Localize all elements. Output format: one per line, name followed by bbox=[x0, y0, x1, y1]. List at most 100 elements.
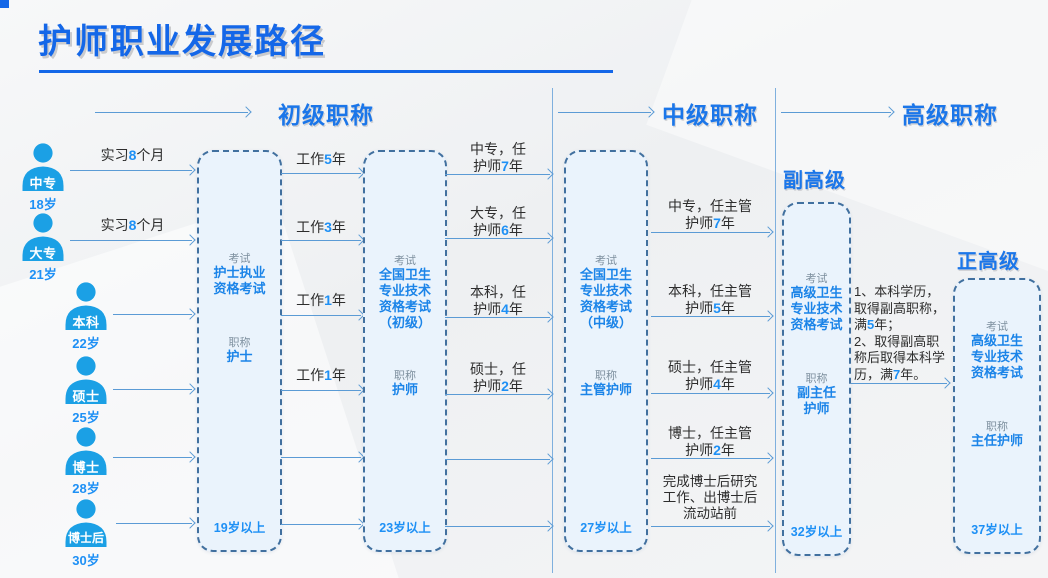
exam-label: 考试 bbox=[228, 253, 251, 265]
title-name: 护师 bbox=[391, 382, 418, 397]
arrow-label-work-1y: 工作1年 bbox=[296, 292, 346, 308]
section-title-senior: 高级职称 bbox=[902, 102, 998, 128]
exam-name: 全国卫生 专业技术 资格考试 （初级） bbox=[378, 267, 431, 330]
person-age-label: 28岁 bbox=[72, 481, 100, 496]
person-age-label: 22岁 bbox=[72, 336, 100, 351]
flow-arrow bbox=[651, 393, 770, 394]
arrow-label-benke-4y: 本科，任 护师4年 bbox=[470, 284, 526, 317]
flow-arrow bbox=[651, 232, 770, 233]
min-age-label: 19岁以上 bbox=[213, 521, 266, 535]
title-label: 职称 bbox=[394, 370, 416, 382]
flow-arrow bbox=[281, 390, 361, 391]
flow-arrow bbox=[113, 389, 192, 390]
sub-senior-heading: 副高级 bbox=[783, 170, 846, 192]
exam-label: 考试 bbox=[394, 255, 416, 267]
arrow-label-work-1y: 工作1年 bbox=[296, 367, 346, 383]
arrow-label-work-5y: 工作5年 bbox=[296, 151, 346, 167]
arrow-label-work-3y: 工作3年 bbox=[296, 219, 346, 235]
flow-arrow bbox=[70, 170, 192, 171]
exam-label: 考试 bbox=[805, 273, 828, 285]
box-senior-qualification: 考试 高级卫生 专业技术 资格考试 职称 主任护师 37岁以上 bbox=[953, 278, 1041, 554]
title-label: 职称 bbox=[228, 337, 251, 349]
flow-arrow bbox=[281, 240, 361, 241]
flow-arrow bbox=[116, 523, 192, 524]
person-secondary-vocational: 中专 18岁 bbox=[18, 143, 68, 213]
min-age-label: 27岁以上 bbox=[580, 521, 632, 535]
divider-junior-mid bbox=[552, 88, 553, 573]
senior-section-arrow bbox=[781, 112, 891, 113]
divider-mid-senior bbox=[775, 88, 776, 573]
arrow-label-postdoc-exit: 完成博士后研究 工作、出博士后 流动站前 bbox=[662, 474, 758, 521]
flow-arrow bbox=[445, 317, 550, 318]
full-senior-heading: 正高级 bbox=[957, 251, 1020, 273]
title-label: 职称 bbox=[986, 421, 1008, 433]
arrow-label-zhuguan-2y: 博士，任主管 护师2年 bbox=[668, 425, 752, 458]
person-age-label: 21岁 bbox=[29, 267, 57, 282]
person-doctor: 博士 28岁 bbox=[61, 427, 111, 497]
exam-name: 护士执业 资格考试 bbox=[213, 265, 266, 296]
full-senior-criteria: 1、本科学历， 取得副高职称， 满5年； 2、取得副高职 称后取得本科学 历，满… bbox=[854, 284, 946, 382]
person-level-label: 硕士 bbox=[72, 389, 100, 404]
person-bust-icon bbox=[22, 213, 64, 261]
person-bust-icon bbox=[65, 356, 107, 404]
min-age-label: 32岁以上 bbox=[790, 525, 843, 539]
min-age-label: 37岁以上 bbox=[971, 523, 1023, 537]
person-bust-icon bbox=[65, 282, 107, 330]
flow-arrow bbox=[851, 383, 947, 384]
person-age-label: 18岁 bbox=[29, 197, 57, 212]
box-junior-qualification: 考试 全国卫生 专业技术 资格考试 （初级） 职称 护师 23岁以上 bbox=[363, 150, 447, 552]
section-title-junior: 初级职称 bbox=[278, 102, 374, 128]
person-level-label: 博士后 bbox=[67, 531, 104, 545]
person-postdoc: 博士后 30岁 bbox=[61, 499, 111, 569]
person-junior-college: 大专 21岁 bbox=[18, 213, 68, 283]
page-title: 护师职业发展路径 bbox=[38, 23, 326, 61]
flow-arrow bbox=[281, 315, 361, 316]
exam-name: 高级卫生 专业技术 资格考试 bbox=[970, 333, 1023, 380]
person-level-label: 博士 bbox=[72, 460, 100, 475]
person-bust-icon bbox=[65, 427, 107, 475]
mid-section-arrow bbox=[558, 112, 651, 113]
flow-arrow bbox=[651, 458, 770, 459]
section-title-mid: 中级职称 bbox=[662, 102, 758, 128]
exam-name: 高级卫生 专业技术 资格考试 bbox=[790, 285, 843, 332]
arrow-label-zhuguan-5y: 本科，任主管 护师5年 bbox=[668, 283, 752, 316]
person-level-label: 本科 bbox=[72, 315, 100, 330]
title-label: 职称 bbox=[595, 370, 617, 382]
person-age-label: 25岁 bbox=[72, 410, 100, 425]
arrow-label-shuoshi-2y: 硕士，任 护师2年 bbox=[470, 361, 526, 394]
flow-arrow bbox=[70, 240, 192, 241]
corner-accent bbox=[0, 0, 9, 8]
flow-arrow bbox=[281, 173, 361, 174]
flow-arrow bbox=[281, 457, 361, 458]
person-bachelor: 本科 22岁 bbox=[61, 282, 111, 352]
flow-arrow bbox=[651, 526, 770, 527]
person-master: 硕士 25岁 bbox=[61, 356, 111, 426]
flow-arrow bbox=[445, 238, 550, 239]
person-age-label: 30岁 bbox=[72, 553, 100, 568]
flow-arrow bbox=[113, 457, 192, 458]
arrow-label-zhuguan-4y: 硕士，任主管 护师4年 bbox=[668, 359, 752, 392]
flow-arrow bbox=[445, 174, 550, 175]
person-level-label: 中专 bbox=[29, 176, 57, 191]
person-bust-icon bbox=[65, 499, 107, 547]
flow-arrow bbox=[651, 316, 770, 317]
arrow-label-zhuguan-7y: 中专，任主管 护师7年 bbox=[668, 198, 752, 231]
title-label: 职称 bbox=[805, 373, 828, 385]
flow-arrow bbox=[445, 526, 550, 527]
flow-arrow bbox=[281, 524, 361, 525]
exam-label: 考试 bbox=[595, 255, 617, 267]
min-age-label: 23岁以上 bbox=[379, 521, 431, 535]
person-bust-icon bbox=[22, 143, 64, 191]
exam-name: 全国卫生 专业技术 资格考试 （中级） bbox=[579, 267, 632, 330]
flow-arrow bbox=[445, 394, 550, 395]
exam-label: 考试 bbox=[986, 321, 1008, 333]
title-underline bbox=[39, 70, 613, 73]
title-name: 主管护师 bbox=[579, 382, 632, 397]
arrow-label-dazhuan-6y: 大专，任 护师6年 bbox=[470, 205, 526, 238]
flow-arrow bbox=[113, 314, 192, 315]
title-name: 主任护师 bbox=[970, 433, 1023, 448]
box-mid-qualification: 考试 全国卫生 专业技术 资格考试 （中级） 职称 主管护师 27岁以上 bbox=[564, 150, 648, 552]
title-name: 副主任 护师 bbox=[796, 385, 836, 416]
flow-arrow bbox=[445, 459, 550, 460]
